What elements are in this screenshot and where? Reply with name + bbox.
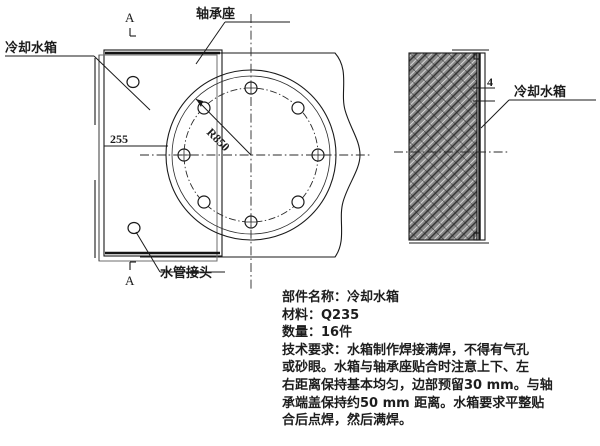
thickness-dimension [473, 87, 495, 102]
bearing-seat-leader [195, 21, 290, 65]
spec-tech-req-line-5: 合后点焊，然后满焊。 [282, 413, 413, 429]
spec-material: 材料：Q235 [282, 307, 360, 323]
spec-part-name: 部件名称：冷却水箱 [282, 290, 400, 305]
tank-strip [476, 52, 486, 241]
label-cooling-tank-front: 冷却水箱 [5, 40, 57, 56]
spec-tech-req-line-1: 技术要求：水箱制作焊接满焊，不得有气孔 [282, 342, 530, 358]
cooling-water-tank-plate [94, 49, 223, 262]
dim-radius-label: R850 [204, 125, 233, 154]
label-pipe-joint: 水管接头 [160, 265, 212, 281]
section-bottom-notch [473, 232, 481, 241]
spec-tech-req-line-2: 或砂眼。水箱与轴承座贴合时注意上下、左 [282, 360, 530, 376]
dim-255-label: 255 [110, 132, 128, 146]
section-letter-top: A [125, 10, 135, 25]
section-hatch-overlay [409, 53, 477, 240]
cooling-tank-leader-front [5, 55, 151, 111]
dim-thickness-label: 4 [487, 75, 493, 89]
specification-block: 部件名称：冷却水箱 材料：Q235 数量：16件 技术要求：水箱制作焊接满焊，不… [282, 289, 598, 430]
front-view: R850 255 [5, 14, 372, 290]
section-mark-bottom [129, 261, 136, 270]
label-cooling-tank-section: 冷却水箱 [514, 84, 566, 100]
pipe-joint-holes [126, 75, 141, 235]
section-view: 4 [394, 49, 596, 244]
section-top-notch [473, 52, 481, 60]
pipe-joint-leader [135, 231, 225, 273]
section-mark-top [129, 28, 136, 37]
radius-dimension-leader [195, 98, 252, 156]
label-bearing-seat: 轴承座 [196, 6, 235, 22]
spec-quantity: 数量：16件 [282, 325, 353, 341]
spec-tech-req-line-4: 承端盖保持约50 mm 距离。水箱要求平整贴 [282, 395, 545, 411]
spec-tech-req-line-3: 右距离保持基本均匀，边部预留30 mm。与轴 [282, 377, 553, 393]
cooling-tank-leader-section [480, 99, 596, 129]
section-letter-bottom: A [125, 273, 135, 288]
